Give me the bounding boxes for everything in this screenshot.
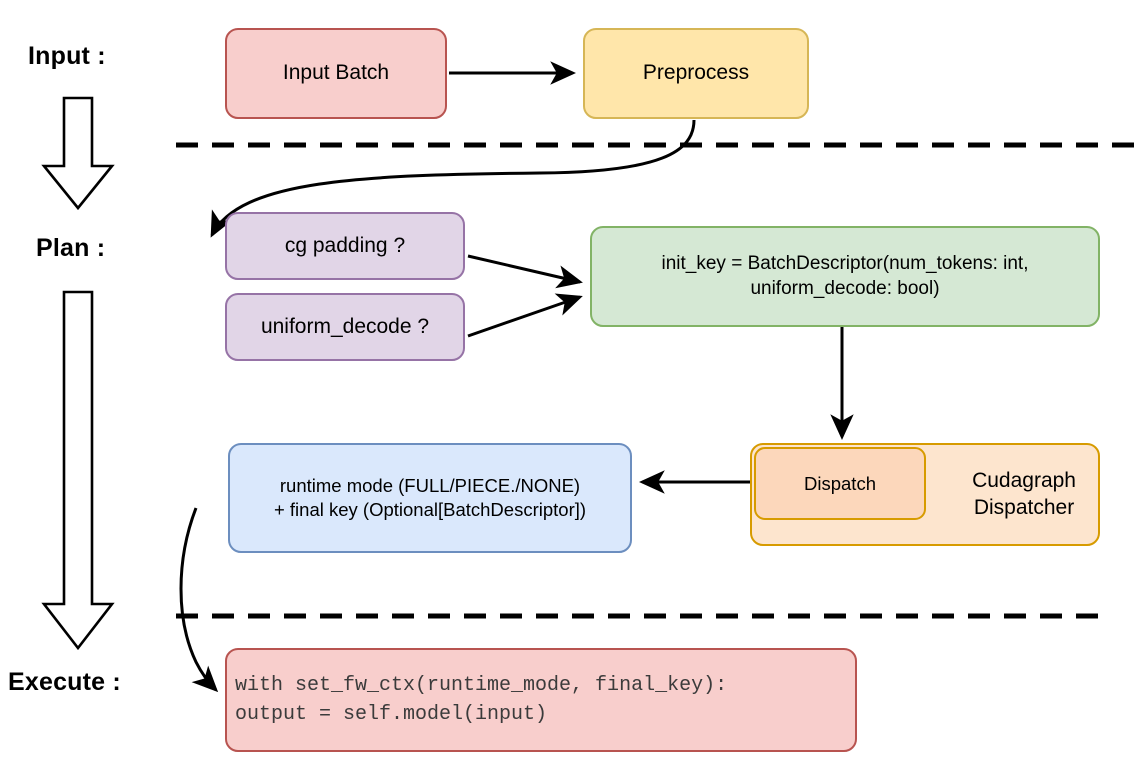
node-input-batch-label: Input Batch <box>282 61 390 85</box>
node-code-block-label: with set_fw_ctx(runtime_mode, final_key)… <box>235 674 728 726</box>
stage-block-arrow-input-to-plan <box>41 96 115 211</box>
node-dispatch[interactable]: Dispatch <box>754 447 926 520</box>
stage-label-execute: Execute : <box>8 668 121 696</box>
node-uniform-decode-label: uniform_decode ? <box>260 314 430 338</box>
node-code-block[interactable]: with set_fw_ctx(runtime_mode, final_key)… <box>225 648 857 752</box>
arrow-cg-padding-to-init-key <box>467 254 583 289</box>
node-preprocess-label: Preprocess <box>642 61 750 85</box>
stage-block-arrow-plan-to-execute <box>41 290 115 651</box>
node-cg-padding[interactable]: cg padding ? <box>225 212 465 280</box>
node-input-batch[interactable]: Input Batch <box>225 28 447 119</box>
node-dispatch-label: Dispatch <box>804 472 876 494</box>
node-init-key[interactable]: init_key = BatchDescriptor(num_tokens: i… <box>590 226 1100 327</box>
node-init-key-label: init_key = BatchDescriptor(num_tokens: i… <box>661 253 1029 299</box>
node-uniform-decode[interactable]: uniform_decode ? <box>225 293 465 361</box>
node-runtime-mode-label: runtime mode (FULL/PIECE./NONE) + final … <box>273 475 587 520</box>
stage-label-plan: Plan : <box>36 234 106 262</box>
node-cudagraph-dispatcher-label: Cudagraph Dispatcher <box>972 468 1076 519</box>
arrow-uniform-decode-to-init-key <box>467 293 583 338</box>
stage-label-input: Input : <box>28 42 106 70</box>
node-runtime-mode[interactable]: runtime mode (FULL/PIECE./NONE) + final … <box>228 443 632 553</box>
node-cg-padding-label: cg padding ? <box>284 233 406 257</box>
arrow-runtime-mode-to-code-block <box>179 507 219 693</box>
node-preprocess[interactable]: Preprocess <box>583 28 809 119</box>
